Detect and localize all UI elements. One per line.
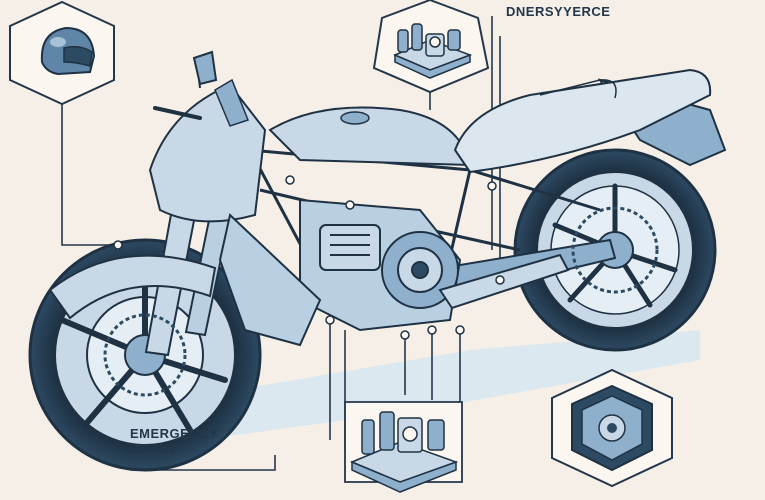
motorcycle-icon [28,50,727,472]
mirror [192,50,218,89]
front-brake-disc [103,313,187,397]
component-label-top: DNERSYYERCE [506,4,611,19]
hexagon-callout [551,368,673,488]
windscreen [214,78,249,127]
front-fender [48,254,217,320]
sensor-module-icon [393,23,473,79]
brake-module-icon [350,411,459,493]
sensor-callout [372,0,490,94]
engine [299,198,462,332]
lower-fairing [218,213,322,347]
seat [453,68,712,174]
emergency-brake-label: EMERGENCY BRAKE [130,426,219,456]
helmet-icon [40,26,96,76]
rear-brake-disc [571,206,659,294]
handlebar [153,106,202,120]
fuel-tank [268,106,472,167]
brake-module-callout [344,401,463,493]
helmet-callout [9,0,115,106]
fuel-cap [340,111,370,125]
connection-nodes [113,175,505,340]
front-fairing [148,83,267,223]
hexagon-chip-icon [571,384,653,472]
